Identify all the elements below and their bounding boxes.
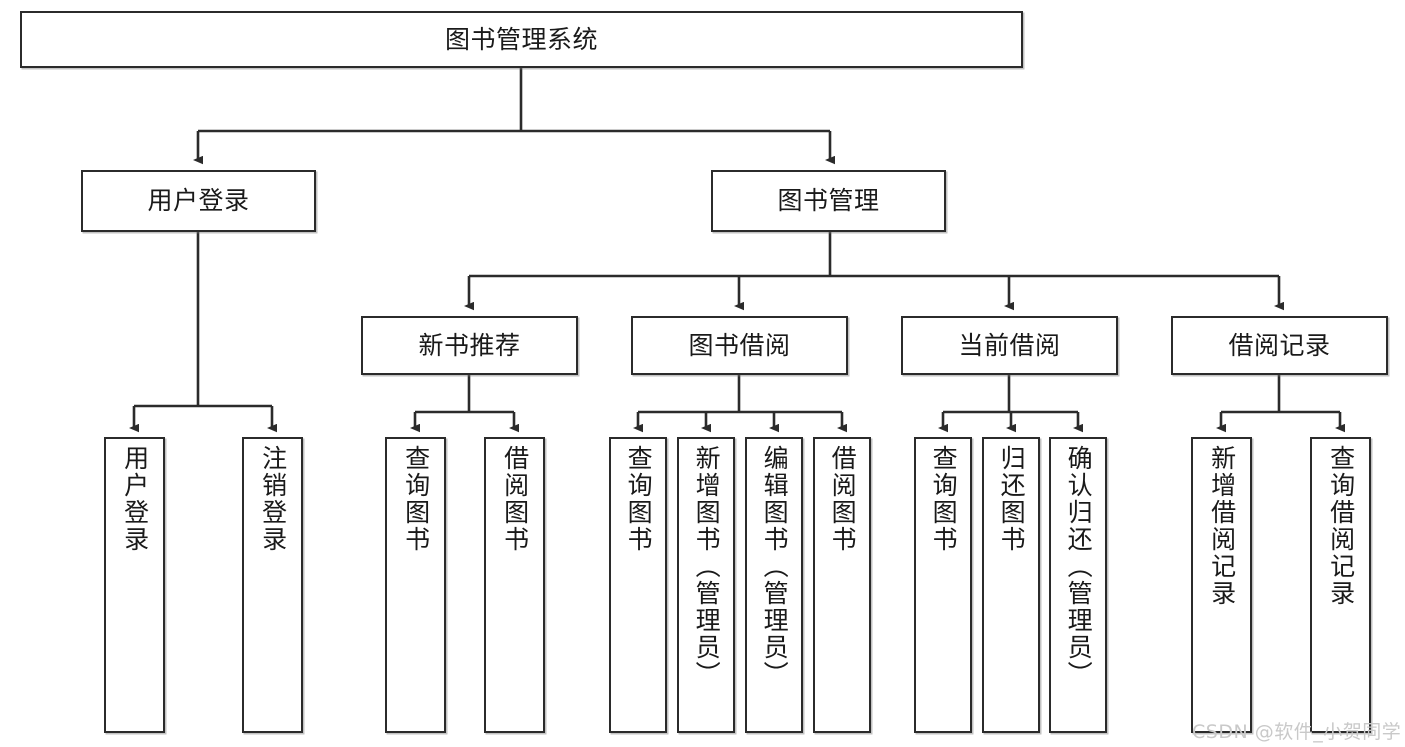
leaf-user-login-label: 用户登录 (120, 445, 150, 553)
node-current-borrow-label: 当前借阅 (958, 330, 1061, 360)
leaf-edit-book-admin-label: 编辑图书（管理员） (760, 445, 790, 688)
leaf-query-book-recommend[interactable]: 查询图书 (385, 437, 446, 733)
leaf-borrow-book[interactable]: 借阅图书 (813, 437, 871, 733)
leaf-add-book-admin[interactable]: 新增图书（管理员） (677, 437, 735, 733)
leaf-confirm-return-admin[interactable]: 确认归还（管理员） (1049, 437, 1107, 733)
leaf-query-book-current-label: 查询图书 (929, 445, 959, 553)
node-user-login-label: 用户登录 (147, 186, 250, 215)
leaf-borrow-book-label: 借阅图书 (828, 445, 858, 553)
node-borrow-record-label: 借阅记录 (1228, 330, 1331, 360)
leaf-borrow-book-recommend-label: 借阅图书 (500, 445, 530, 553)
leaf-query-book-borrow-label: 查询图书 (624, 445, 654, 553)
leaf-borrow-book-recommend[interactable]: 借阅图书 (484, 437, 545, 733)
leaf-edit-book-admin[interactable]: 编辑图书（管理员） (745, 437, 803, 733)
leaf-logout[interactable]: 注销登录 (242, 437, 303, 733)
node-book-management[interactable]: 图书管理 (711, 170, 946, 232)
leaf-add-borrow-record-label: 新增借阅记录 (1207, 445, 1237, 607)
leaf-add-borrow-record[interactable]: 新增借阅记录 (1191, 437, 1252, 733)
node-new-book-recommend[interactable]: 新书推荐 (361, 316, 578, 375)
node-user-login[interactable]: 用户登录 (81, 170, 316, 232)
leaf-query-book-borrow[interactable]: 查询图书 (609, 437, 667, 733)
node-current-borrow[interactable]: 当前借阅 (901, 316, 1118, 375)
node-book-management-label: 图书管理 (777, 186, 880, 215)
leaf-return-book[interactable]: 归还图书 (982, 437, 1040, 733)
node-book-borrow[interactable]: 图书借阅 (631, 316, 848, 375)
watermark: CSDN @软件_小贺同学 (1192, 721, 1402, 743)
leaf-confirm-return-admin-label: 确认归还（管理员） (1064, 445, 1094, 688)
leaf-query-borrow-record-label: 查询借阅记录 (1326, 445, 1356, 607)
leaf-query-book-recommend-label: 查询图书 (401, 445, 431, 553)
leaf-query-book-current[interactable]: 查询图书 (914, 437, 972, 733)
node-root-label: 图书管理系统 (444, 24, 598, 54)
node-borrow-record[interactable]: 借阅记录 (1171, 316, 1388, 375)
node-new-book-recommend-label: 新书推荐 (418, 330, 521, 360)
node-book-borrow-label: 图书借阅 (688, 330, 791, 360)
node-root[interactable]: 图书管理系统 (20, 11, 1023, 68)
leaf-user-login[interactable]: 用户登录 (104, 437, 165, 733)
leaf-query-borrow-record[interactable]: 查询借阅记录 (1310, 437, 1371, 733)
leaf-add-book-admin-label: 新增图书（管理员） (692, 445, 722, 688)
leaf-return-book-label: 归还图书 (997, 445, 1027, 553)
leaf-logout-label: 注销登录 (258, 445, 288, 553)
